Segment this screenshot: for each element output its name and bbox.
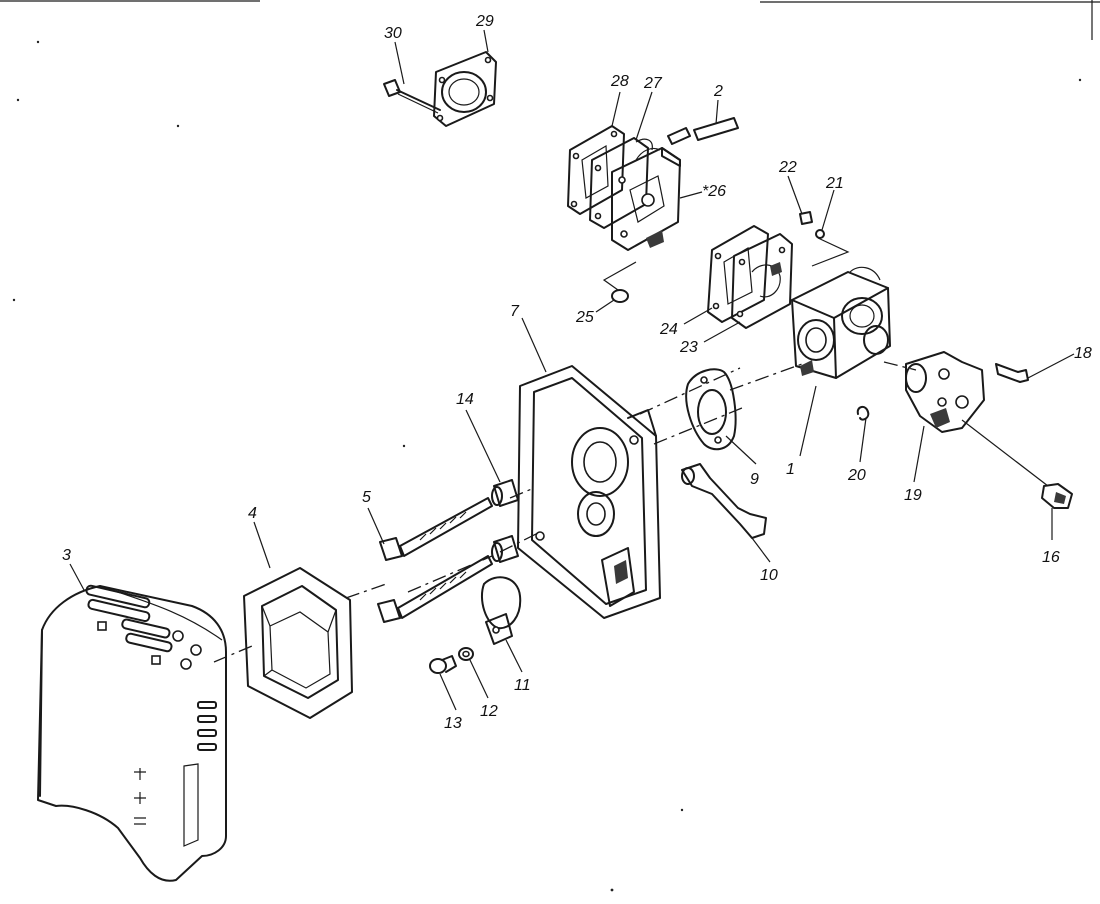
part-24-gasket bbox=[707, 225, 769, 323]
callout-30: 30 bbox=[384, 25, 402, 42]
part-7-air-cleaner-base bbox=[517, 365, 661, 619]
part-9-gasket bbox=[685, 368, 737, 451]
callout-18: 18 bbox=[1074, 345, 1092, 362]
callout-1: 1 bbox=[786, 461, 795, 478]
callout-4: 4 bbox=[248, 505, 257, 522]
part-19-throttle-lever bbox=[905, 351, 985, 433]
part-10-choke-lever bbox=[681, 463, 767, 539]
scan-specks bbox=[12, 40, 1082, 892]
callout-7: 7 bbox=[510, 303, 520, 320]
part-1-carburetor-body bbox=[791, 266, 891, 379]
callout-9: 9 bbox=[750, 471, 759, 488]
part-22-screw bbox=[799, 211, 813, 225]
part-29-gasket bbox=[433, 51, 497, 127]
part-3-air-cleaner-cover bbox=[37, 584, 227, 882]
callout-14: 14 bbox=[456, 391, 474, 408]
part-26-pump-cover bbox=[611, 147, 681, 251]
callout-29: 29 bbox=[475, 13, 494, 30]
part-25-valve bbox=[602, 261, 637, 303]
part-18-screw bbox=[995, 363, 1029, 383]
part-21-ball bbox=[815, 229, 825, 239]
part-14-sleeve bbox=[491, 479, 519, 563]
callout-23: 23 bbox=[679, 339, 698, 356]
part-30-screw bbox=[383, 79, 441, 114]
callout-16: 16 bbox=[1042, 549, 1060, 566]
scan-border-marks bbox=[0, 0, 1100, 40]
callout-labels: 30 29 28 27 2 *26 22 21 25 24 23 7 18 14… bbox=[62, 13, 1092, 732]
callout-10: 10 bbox=[760, 567, 778, 584]
part-20-clip bbox=[856, 406, 870, 421]
callout-5: 5 bbox=[362, 489, 371, 506]
part-13-screw bbox=[429, 655, 457, 674]
callout-11: 11 bbox=[514, 677, 531, 694]
part-23-metering-plate bbox=[731, 233, 793, 329]
callout-3: 3 bbox=[62, 547, 71, 564]
callout-19: 19 bbox=[904, 487, 922, 504]
part-4-filter-element bbox=[243, 567, 353, 719]
callout-24: 24 bbox=[659, 321, 678, 338]
callout-21: 21 bbox=[825, 175, 844, 192]
callout-12: 12 bbox=[480, 703, 498, 720]
callout-2: 2 bbox=[713, 83, 723, 100]
part-11-choke-shutter bbox=[480, 576, 522, 645]
callout-27: 27 bbox=[643, 75, 663, 92]
callout-22: 22 bbox=[778, 159, 797, 176]
callout-20: 20 bbox=[847, 467, 866, 484]
callout-28: 28 bbox=[610, 73, 629, 90]
part-16-cap bbox=[1041, 483, 1073, 509]
part-12-washer bbox=[458, 647, 474, 661]
callout-26: *26 bbox=[702, 183, 726, 200]
callout-leader-lines bbox=[69, 29, 1075, 711]
assembly-centerlines bbox=[213, 361, 917, 663]
part-5-bolt bbox=[377, 497, 493, 623]
callout-13: 13 bbox=[444, 715, 462, 732]
callout-25: 25 bbox=[575, 309, 594, 326]
part-2-pin bbox=[667, 117, 739, 145]
